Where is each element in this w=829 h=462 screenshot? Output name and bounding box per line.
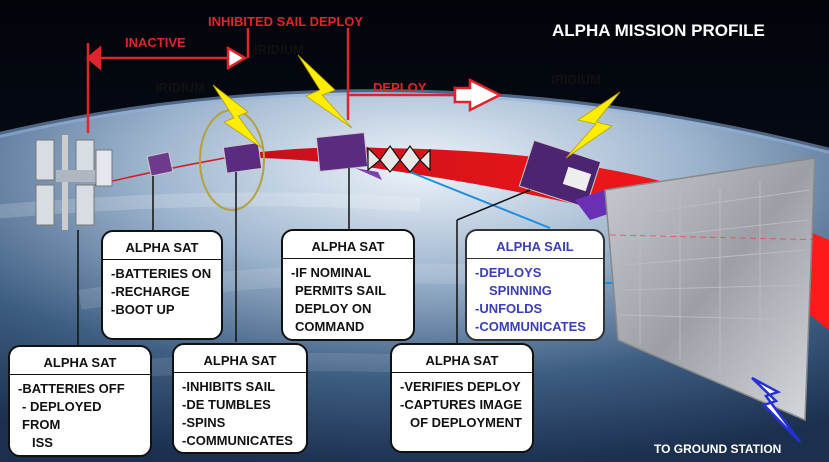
callout-item: OF DEPLOYMENT [410,415,522,430]
callout-item: -COMMUNICATES [475,319,586,334]
callout-item: -DEPLOYS [475,265,542,280]
callout-item: -BATTERIES OFF [18,381,125,396]
sat-stowed [146,151,174,177]
callout-item: -IF NOMINAL [291,265,372,280]
phase-markers [86,28,503,133]
callout-title: ALPHA SAIL [467,231,603,259]
ground-bolt [751,376,802,443]
lightning-bolt-2 [297,54,353,129]
callout-item: COMMAND [295,319,365,334]
iss-station [35,135,113,230]
callout-verify-deploy: ALPHA SAT -VERIFIES DEPLOY -CAPTURES IMA… [390,343,534,453]
callout-item: - DEPLOYED FROM [22,399,102,432]
sail-boom [367,144,431,173]
callout-item: DEPLOY ON [295,301,372,316]
callout-permit-deploy: ALPHA SAT -IF NOMINAL PERMITS SAIL DEPLO… [281,229,415,341]
lightning-bolt-1 [212,84,263,149]
lightning-bolt-3 [565,91,621,159]
phase-label-inactive: INACTIVE [125,35,186,50]
callout-item: -UNFOLDS [475,301,543,316]
callout-item: -VERIFIES DEPLOY [400,379,521,394]
callout-title: ALPHA SAT [392,345,532,373]
ground-station-label: TO GROUND STATION [654,442,782,456]
phase-label-inhibited: INHIBITED SAIL DEPLOY [208,14,364,29]
callout-item: -BATTERIES ON [111,266,212,281]
iridium-label-1: IRIDIUM [155,80,205,95]
callout-item: -INHIBITS SAIL [182,379,276,394]
callout-title: ALPHA SAT [103,232,221,260]
sat-deploy [315,132,369,172]
callout-item: -RECHARGE [111,284,190,299]
callout-iss-deploy: ALPHA SAT -BATTERIES OFF - DEPLOYED FROM… [8,345,152,457]
callout-item: SPINNING [489,283,552,298]
iridium-label-3: IRIDIUM [551,72,601,87]
callout-item: PERMITS SAIL [295,283,387,298]
callout-alpha-sail: ALPHA SAIL -DEPLOYS SPINNING -UNFOLDS -C… [465,229,605,341]
mission-title: ALPHA MISSION PROFILE [552,21,765,40]
callout-title: ALPHA SAT [10,347,150,375]
iridium-label-2: IRIDIUM [254,42,304,57]
callout-title: ALPHA SAT [283,231,413,259]
callout-boot-up: ALPHA SAT -BATTERIES ON -RECHARGE -BOOT … [101,230,223,340]
callout-item: -CAPTURES IMAGE [400,397,523,412]
callout-item: -DE TUMBLES [182,397,271,412]
callout-item: -COMMUNICATES [182,433,293,448]
callout-title: ALPHA SAT [174,345,306,373]
callout-spin-up: ALPHA SAT -INHIBITS SAIL -DE TUMBLES -SP… [172,343,308,454]
phase-label-deploy: DEPLOY [373,80,427,95]
callout-item: ISS [32,435,53,450]
sat-spinning [222,142,263,174]
callout-item: -SPINS [182,415,226,430]
solar-sail [604,157,816,422]
callout-item: -BOOT UP [111,302,175,317]
atmosphere-glow [0,89,829,154]
